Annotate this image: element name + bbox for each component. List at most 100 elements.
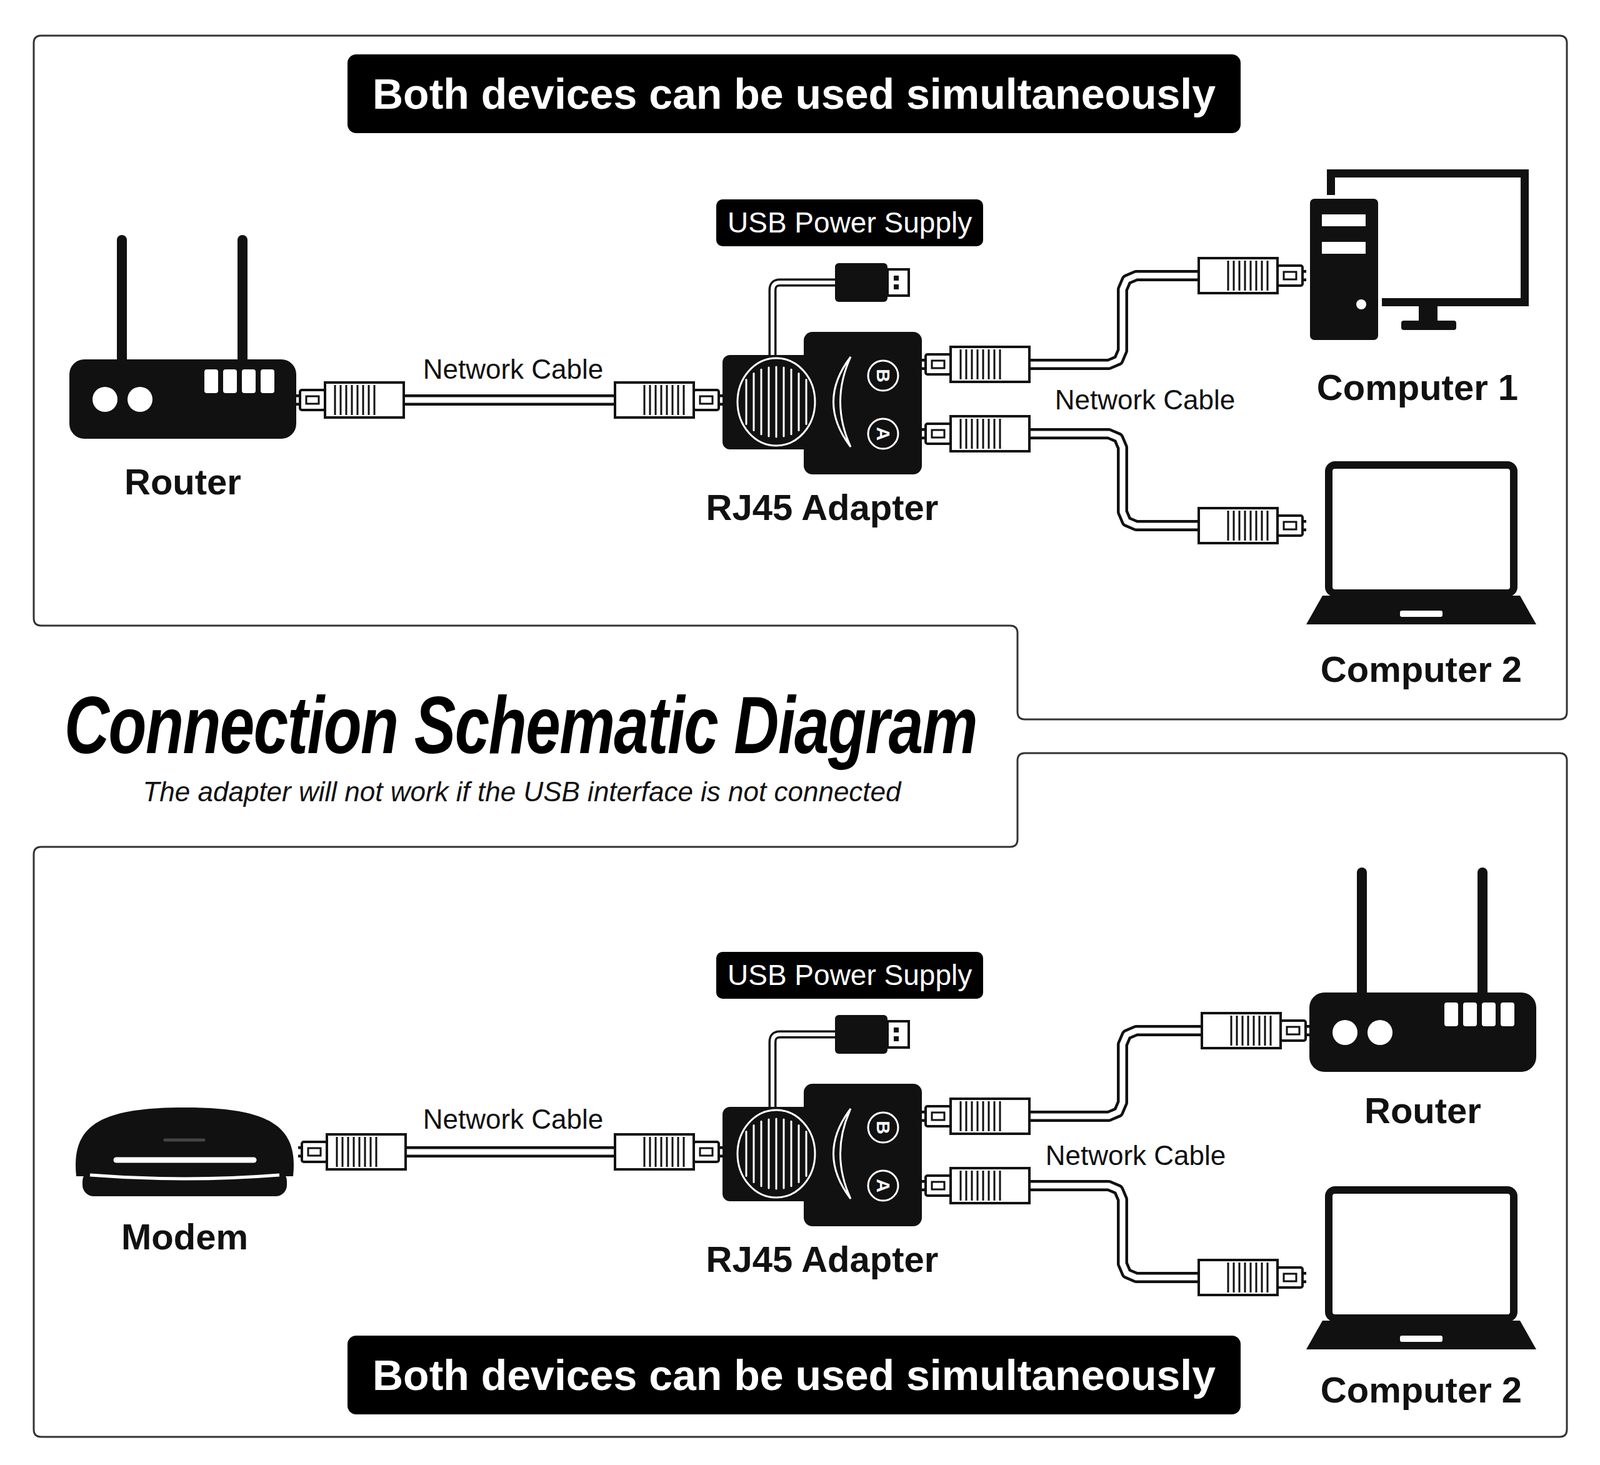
plug-rib <box>660 385 663 415</box>
grip-rib <box>753 373 755 430</box>
port-ring <box>868 418 899 449</box>
lan-port <box>1500 1002 1515 1027</box>
adapter-body <box>803 1083 922 1227</box>
plug-tip <box>693 1141 719 1162</box>
plug-rib <box>677 385 680 415</box>
port-letter: A <box>873 426 893 441</box>
cable-label-holder: Network Cable <box>1040 1139 1232 1172</box>
plug-rib <box>1261 1262 1264 1293</box>
plug-rib <box>370 1136 372 1167</box>
usb-label: USB Power Supply <box>727 958 972 993</box>
plug-rib <box>1255 260 1258 291</box>
plug-rib <box>358 1136 361 1167</box>
top-panel <box>33 35 1567 720</box>
device-label: Computer 2 <box>1320 647 1522 692</box>
device-outline <box>71 1102 299 1197</box>
plug-rib <box>971 1101 974 1132</box>
plug-body <box>1198 1260 1278 1295</box>
plug-body <box>615 382 694 418</box>
plug-rib <box>993 349 996 380</box>
led <box>1367 1020 1393 1045</box>
title-holder: Connection Schematic Diagram <box>0 678 1115 772</box>
plug-rib <box>960 1101 962 1132</box>
plug-rib <box>655 1136 657 1167</box>
power-button <box>1356 299 1367 310</box>
device-outline <box>1309 867 1537 1072</box>
antenna <box>1356 867 1367 1010</box>
plug-rib <box>976 1101 979 1132</box>
laptop-base <box>1306 595 1537 625</box>
lan-port <box>241 369 256 394</box>
device-outline <box>69 235 297 439</box>
adapter-icon <box>722 331 922 475</box>
grip-rib <box>775 366 778 437</box>
plug-rib <box>988 418 990 449</box>
port-letter: A <box>873 1178 893 1193</box>
device-outline <box>722 331 922 475</box>
plug-rib <box>1255 1262 1258 1293</box>
plug-rib <box>362 385 365 415</box>
network-cable <box>921 416 1307 544</box>
plug-rib <box>965 1170 968 1201</box>
crescent <box>833 356 852 447</box>
plug-rib <box>677 1136 680 1167</box>
lan-port <box>1463 1002 1477 1027</box>
plug-rib <box>1227 1262 1230 1293</box>
antenna <box>237 235 248 377</box>
label-holder: Computer 1 <box>1316 365 1519 410</box>
plug-latch <box>1283 521 1297 530</box>
network-cable <box>921 258 1307 382</box>
plug-rib <box>971 1170 974 1201</box>
router-node: Router <box>69 235 297 439</box>
adapter-node: BARJ45 Adapter <box>722 331 922 475</box>
adapter-body <box>722 355 817 450</box>
adapter-body <box>722 1106 817 1202</box>
plug-rib <box>960 349 962 380</box>
network-cable <box>298 1134 723 1170</box>
rj45-plug <box>1198 1260 1303 1295</box>
port-ring <box>868 1170 899 1201</box>
rj45-plug <box>300 382 404 418</box>
plug-rib <box>683 1136 685 1167</box>
plug-rib <box>336 1136 339 1167</box>
device-label: Computer 2 <box>1320 1368 1522 1412</box>
cable-label: Network Cable <box>1040 1139 1232 1172</box>
plug-rib <box>1236 1015 1239 1046</box>
plug-rib <box>666 1136 669 1167</box>
plug-rib <box>1241 1015 1244 1046</box>
diagram-caption: The adapter will not work if the USB int… <box>142 775 901 809</box>
cable-label: Network Cable <box>418 353 609 386</box>
port-letter: B <box>873 368 893 383</box>
drive-bay <box>1321 241 1366 254</box>
plug-rib <box>988 349 990 380</box>
rj45-plug <box>925 1168 1030 1204</box>
port-holder: A <box>876 1176 890 1195</box>
bottom-panel <box>33 753 1567 1437</box>
plug-rib <box>976 1170 979 1201</box>
rj45-plug <box>1198 258 1303 294</box>
grip-outline <box>737 358 815 446</box>
plug-rib <box>1233 1262 1235 1293</box>
label-holder: Modem <box>121 1215 249 1259</box>
port-ring <box>868 1112 899 1143</box>
plug-latch <box>700 396 713 404</box>
plug-tip <box>300 390 325 410</box>
plug-rib <box>1264 1015 1267 1046</box>
plug-body <box>615 1134 694 1170</box>
network-cable <box>921 1013 1310 1134</box>
grip-rib <box>798 1125 800 1182</box>
plug-rib <box>1244 260 1247 291</box>
touchpad-notch <box>1400 610 1443 617</box>
led <box>1332 1020 1358 1045</box>
plug-rib <box>1266 1262 1269 1293</box>
plug-rib <box>340 385 342 415</box>
modem-icon <box>75 1107 294 1197</box>
plug-body <box>950 416 1030 452</box>
port-holder: B <box>876 1118 890 1137</box>
plug-rib <box>1244 1262 1247 1293</box>
plug-rib <box>965 418 968 449</box>
plug-rib <box>368 385 370 415</box>
grip-rib <box>753 1125 755 1182</box>
plug-rib <box>666 385 669 415</box>
device-label: Router <box>1364 1088 1482 1133</box>
